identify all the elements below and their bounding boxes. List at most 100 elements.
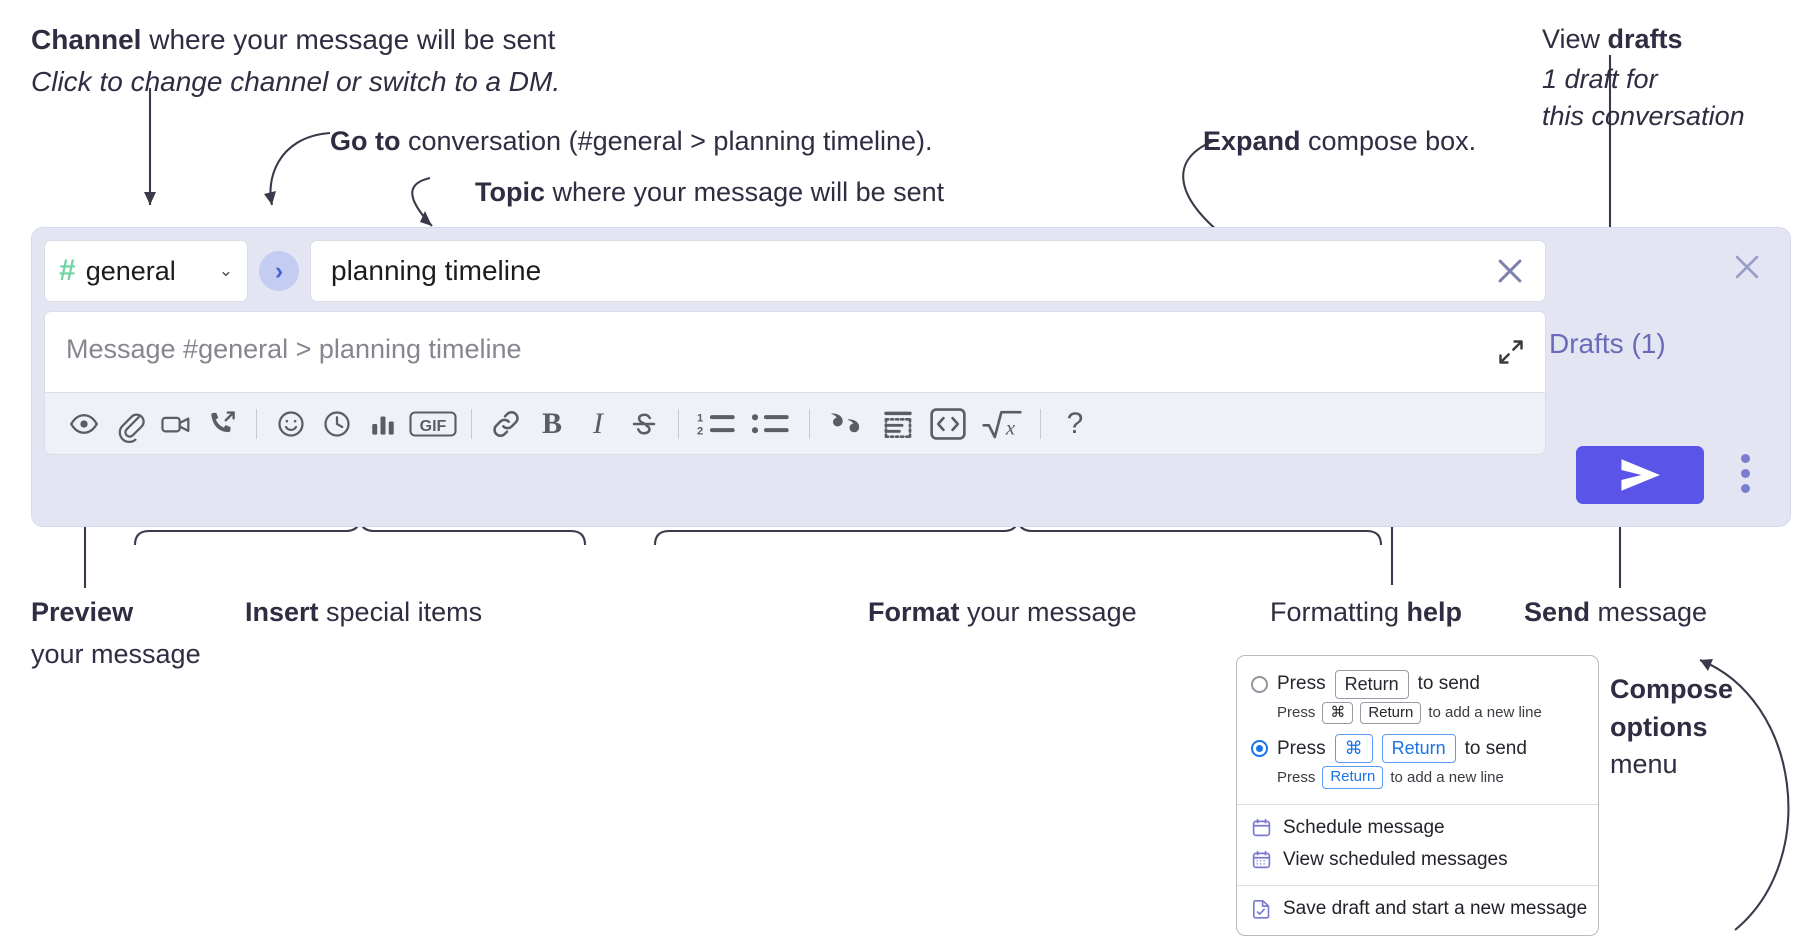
- compose-panel: # general ⌄ › planning timeline Message …: [31, 227, 1791, 527]
- annotation-drafts-italic-1: 1 draft for: [1542, 63, 1658, 94]
- toolbar-divider: [471, 408, 472, 439]
- math-icon[interactable]: x: [975, 401, 1029, 447]
- video-camera-icon[interactable]: [153, 401, 199, 447]
- annotation-send-rest: message: [1590, 597, 1708, 627]
- annotation-preview-bold: Preview: [31, 597, 134, 627]
- save-draft-icon: [1251, 898, 1272, 919]
- radio-unselected-icon[interactable]: [1251, 675, 1268, 693]
- annotation-topic: Topic where your message will be sent: [475, 175, 944, 210]
- channel-selector-button[interactable]: # general ⌄: [44, 240, 248, 302]
- key-command: ⌘: [1334, 734, 1373, 763]
- svg-text:x: x: [1005, 415, 1016, 439]
- attach-paperclip-icon[interactable]: [107, 401, 153, 447]
- annotation-insert-rest: special items: [318, 597, 483, 627]
- kebab-dot: [1741, 469, 1750, 478]
- annotation-topic-rest: where your message will be sent: [545, 177, 945, 207]
- chevron-right-icon: ›: [274, 256, 284, 285]
- poll-bar-chart-icon[interactable]: [360, 401, 406, 447]
- topic-value: planning timeline: [331, 255, 542, 286]
- key-command: ⌘: [1322, 701, 1354, 725]
- annotation-format-bold: Format: [868, 597, 960, 627]
- close-icon[interactable]: [1493, 254, 1527, 288]
- annotation-compose-options: Compose options menu: [1610, 672, 1733, 782]
- radio-selected-icon[interactable]: [1251, 740, 1268, 757]
- preview-eye-icon[interactable]: [61, 401, 107, 447]
- annotation-goto-bold: Go to: [330, 126, 401, 156]
- annotation-compose-options-rest: menu: [1610, 749, 1678, 780]
- code-block-icon[interactable]: [875, 401, 921, 447]
- blockquote-icon[interactable]: [821, 401, 875, 447]
- toolbar-divider: [809, 408, 810, 439]
- menu-item-save-draft[interactable]: Save draft and start a new message: [1237, 893, 1598, 929]
- help-label: ?: [1066, 406, 1084, 440]
- annotation-help: Formatting help: [1270, 595, 1462, 630]
- emoji-icon[interactable]: [268, 401, 314, 447]
- annotation-channel: Channel where your message will be sent …: [31, 22, 560, 100]
- go-to-conversation-button[interactable]: ›: [259, 251, 299, 291]
- huddle-phone-icon[interactable]: [199, 401, 245, 447]
- annotation-compose-options-bold-1: Compose: [1610, 674, 1734, 704]
- annotation-help-bold: help: [1406, 597, 1463, 627]
- gif-icon[interactable]: GIF: [406, 401, 460, 447]
- annotation-expand-bold: Expand: [1203, 126, 1301, 156]
- annotation-channel-italic: Click to change channel or switch to a D…: [31, 65, 561, 97]
- menu-option-cmd-return-to-send[interactable]: Press ⌘ Return to send: [1237, 730, 1598, 765]
- code-icon[interactable]: [921, 401, 975, 447]
- key-return: Return: [1381, 734, 1456, 763]
- expand-icon[interactable]: [1497, 338, 1525, 366]
- annotation-drafts: View drafts 1 draft for this conversatio…: [1542, 22, 1745, 134]
- annotation-channel-rest: where your message will be sent: [141, 24, 556, 55]
- calendar-schedule-icon: [1251, 817, 1272, 838]
- chevron-down-icon: ⌄: [218, 261, 233, 280]
- send-paper-plane-icon: [1621, 459, 1660, 491]
- strikethrough-icon[interactable]: [621, 401, 667, 447]
- kebab-dot: [1741, 484, 1750, 493]
- menu-option-return-to-send[interactable]: Press Return to send: [1237, 666, 1598, 701]
- menu-item-schedule-message[interactable]: Schedule message: [1237, 812, 1598, 844]
- italic-label: I: [593, 406, 603, 440]
- message-placeholder: Message #general > planning timeline: [66, 334, 522, 364]
- italic-icon[interactable]: I: [575, 401, 621, 447]
- annotation-channel-bold: Channel: [31, 24, 142, 55]
- send-button[interactable]: [1576, 446, 1704, 504]
- toolbar-divider: [678, 408, 679, 439]
- calendar-grid-icon: [1251, 849, 1272, 870]
- menu-divider: [1237, 884, 1598, 886]
- option-press-label: Press: [1277, 673, 1326, 695]
- bulleted-list-icon[interactable]: [744, 401, 798, 447]
- compose-options-button[interactable]: [1741, 454, 1750, 493]
- annotation-drafts-bold: drafts: [1607, 24, 1683, 54]
- gif-label: GIF: [420, 418, 447, 435]
- annotation-topic-bold: Topic: [475, 177, 545, 207]
- annotation-format: Format your message: [868, 595, 1137, 630]
- annotation-insert: Insert special items: [245, 595, 482, 630]
- bold-icon[interactable]: B: [529, 401, 575, 447]
- annotation-expand-rest: compose box.: [1300, 126, 1477, 156]
- menu-item-label: Save draft and start a new message: [1283, 897, 1588, 919]
- panel-close-icon[interactable]: [1730, 250, 1764, 284]
- annotation-goto-rest: conversation (#general > planning timeli…: [400, 126, 933, 156]
- help-icon[interactable]: ?: [1052, 401, 1098, 447]
- menu-item-view-scheduled-messages[interactable]: View scheduled messages: [1237, 844, 1598, 876]
- link-icon[interactable]: [483, 401, 529, 447]
- toolbar-divider: [1040, 408, 1041, 439]
- message-input[interactable]: Message #general > planning timeline: [44, 311, 1546, 393]
- channel-name-label: general: [85, 255, 176, 286]
- menu-item-label: View scheduled messages: [1283, 848, 1508, 870]
- option-tail-label: to send: [1417, 673, 1480, 695]
- svg-text:1: 1: [697, 412, 703, 424]
- annotation-format-rest: your message: [959, 597, 1137, 627]
- option-tail-label: to send: [1464, 737, 1527, 759]
- annotation-help-lead: Formatting: [1270, 597, 1407, 627]
- compose-options-menu: Press Return to send Press ⌘ Return to a…: [1236, 655, 1599, 936]
- annotation-drafts-lead: View: [1542, 24, 1608, 54]
- annotation-send-bold: Send: [1524, 597, 1591, 627]
- sub-press-label: Press: [1277, 768, 1316, 786]
- sub-press-label: Press: [1277, 704, 1316, 722]
- topic-input[interactable]: planning timeline: [310, 240, 1546, 302]
- drafts-link[interactable]: Drafts (1): [1549, 328, 1666, 359]
- schedule-clock-icon[interactable]: [314, 401, 360, 447]
- toolbar-divider: [256, 408, 257, 439]
